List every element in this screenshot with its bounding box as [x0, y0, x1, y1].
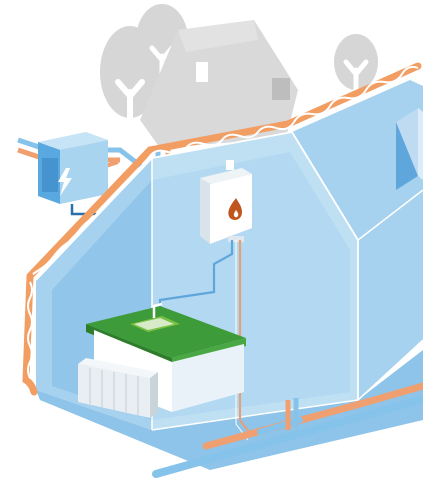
house-utility-illustration — [0, 0, 423, 493]
